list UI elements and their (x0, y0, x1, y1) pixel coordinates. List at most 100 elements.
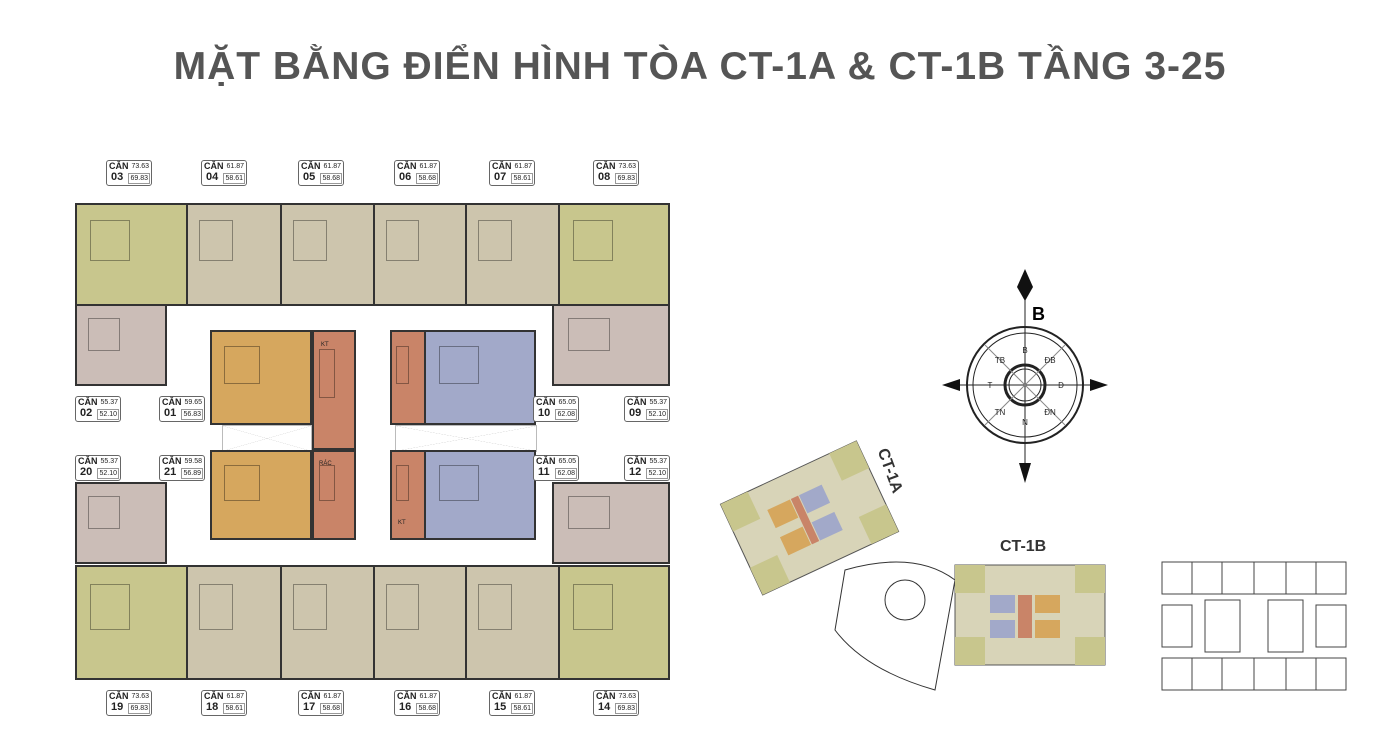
compass-w: T (988, 381, 993, 390)
unit-area-net: 58.68 (320, 703, 342, 714)
tower-ct-1a-plan (719, 440, 900, 596)
unit-area-gross: 55.37 (100, 458, 118, 465)
unit-area-net: 69.83 (128, 173, 150, 184)
unit-11 (424, 450, 536, 540)
page-title: MẶT BẰNG ĐIỂN HÌNH TÒA CT-1A & CT-1B TẦN… (173, 45, 1227, 88)
unit-prefix: CĂN (596, 161, 616, 171)
outline-floor-plan (1161, 561, 1347, 691)
unit-label-03: CĂN 03 73.63 69.83 (106, 160, 152, 186)
compass-rose: B B N T Đ TB ĐB TN ĐN (942, 269, 1108, 483)
unit-area-net: 69.83 (615, 173, 637, 184)
unit-label-05: CĂN 05 61.87 58.68 (298, 160, 344, 186)
unit-area-net: 62.08 (555, 409, 577, 420)
stair-core-c (312, 450, 356, 540)
unit-number: 04 (206, 171, 219, 183)
unit-area-net: 58.68 (416, 703, 438, 714)
unit-area-gross: 65.05 (558, 399, 576, 406)
compass-sw: TN (995, 408, 1006, 417)
unit-14 (558, 565, 670, 680)
unit-area-gross: 61.87 (226, 693, 244, 700)
stair-core-a (312, 330, 356, 450)
unit-area-gross: 61.87 (226, 163, 244, 170)
unit-number: 19 (111, 701, 124, 713)
unit-21 (210, 450, 312, 540)
site-plan (719, 440, 1106, 691)
unit-area-net: 62.08 (555, 468, 577, 479)
unit-04 (186, 203, 282, 306)
unit-label-15: CĂN 15 61.87 58.61 (489, 690, 535, 716)
unit-area-gross: 73.63 (618, 693, 636, 700)
unit-number: 21 (164, 466, 177, 478)
unit-10 (424, 330, 536, 425)
room-tag-rac: RÁC (319, 461, 332, 467)
unit-area-gross: 61.87 (419, 693, 437, 700)
compass-se: ĐN (1044, 408, 1056, 417)
room-tag-kt: KT (321, 342, 329, 348)
unit-20 (75, 482, 167, 564)
unit-prefix: CĂN (109, 161, 129, 171)
unit-label-02: CĂN 02 55.37 52.10 (75, 396, 121, 422)
unit-area-gross: 55.37 (100, 399, 118, 406)
unit-label-01: CĂN 01 59.65 56.83 (159, 396, 205, 422)
unit-prefix: CĂN (536, 456, 556, 466)
unit-prefix: CĂN (204, 691, 224, 701)
unit-number: 08 (598, 171, 611, 183)
unit-area-gross: 61.87 (514, 163, 532, 170)
unit-12 (552, 482, 670, 564)
unit-label-07: CĂN 07 61.87 58.61 (489, 160, 535, 186)
unit-label-16: CĂN 16 61.87 58.68 (394, 690, 440, 716)
unit-number: 16 (399, 701, 412, 713)
unit-label-20: CĂN 20 55.37 52.10 (75, 455, 121, 481)
unit-area-gross: 59.58 (184, 458, 202, 465)
unit-number: 14 (598, 701, 611, 713)
unit-09 (552, 304, 670, 386)
north-arrow-icon (1017, 269, 1033, 301)
tower-label-ct-1b: CT-1B (1000, 538, 1047, 555)
unit-area-net: 58.61 (511, 703, 533, 714)
unit-number: 20 (80, 466, 93, 478)
unit-label-19: CĂN 19 73.63 69.83 (106, 690, 152, 716)
unit-area-gross: 61.87 (419, 163, 437, 170)
unit-19 (75, 565, 188, 680)
unit-area-net: 58.61 (223, 173, 245, 184)
unit-area-gross: 61.87 (323, 163, 341, 170)
unit-label-21: CĂN 21 59.58 56.89 (159, 455, 205, 481)
unit-16 (373, 565, 467, 680)
unit-area-net: 52.10 (646, 409, 668, 420)
unit-17 (280, 565, 375, 680)
unit-label-06: CĂN 06 61.87 58.68 (394, 160, 440, 186)
unit-prefix: CĂN (492, 691, 512, 701)
unit-number: 02 (80, 407, 93, 419)
unit-area-net: 52.10 (97, 409, 119, 420)
unit-area-gross: 73.63 (618, 163, 636, 170)
unit-area-net: 52.10 (97, 468, 119, 479)
unit-prefix: CĂN (301, 691, 321, 701)
unit-06 (373, 203, 467, 306)
unit-label-17: CĂN 17 61.87 58.68 (298, 690, 344, 716)
unit-prefix: CĂN (109, 691, 129, 701)
unit-area-gross: 65.05 (558, 458, 576, 465)
unit-18 (186, 565, 282, 680)
unit-label-10: CĂN 10 65.05 62.08 (533, 396, 579, 422)
unit-number: 09 (629, 407, 642, 419)
unit-label-18: CĂN 18 61.87 58.61 (201, 690, 247, 716)
unit-prefix: CĂN (536, 397, 556, 407)
unit-label-11: CĂN 11 65.05 62.08 (533, 455, 579, 481)
unit-08 (558, 203, 670, 306)
unit-area-net: 69.83 (128, 703, 150, 714)
unit-prefix: CĂN (162, 456, 182, 466)
unit-label-04: CĂN 04 61.87 58.61 (201, 160, 247, 186)
compass-s: N (1022, 418, 1028, 427)
unit-area-net: 52.10 (646, 468, 668, 479)
unit-number: 12 (629, 466, 642, 478)
compass-nw: TB (995, 356, 1005, 365)
unit-number: 01 (164, 407, 177, 419)
unit-label-14: CĂN 14 73.63 69.83 (593, 690, 639, 716)
unit-number: 03 (111, 171, 124, 183)
unit-area-net: 56.83 (181, 409, 203, 420)
unit-area-net: 58.61 (511, 173, 533, 184)
unit-area-net: 58.61 (223, 703, 245, 714)
compass-north-big: B (1032, 304, 1045, 324)
unit-number: 10 (538, 407, 551, 419)
unit-number: 06 (399, 171, 412, 183)
